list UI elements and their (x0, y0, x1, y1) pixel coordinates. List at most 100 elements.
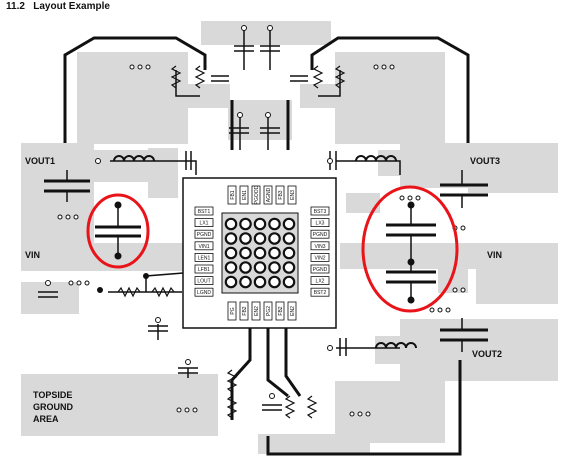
thermal-via (268, 275, 281, 289)
trace-right-sw (336, 160, 401, 175)
ic-pin-label: PGND (313, 267, 328, 273)
ic-pin-pad (239, 185, 249, 205)
thermal-via (282, 232, 296, 245)
page-title: 11.2 Layout Example (6, 1, 110, 12)
capacitor-vin-left (95, 208, 141, 254)
ic-pin-label: PG (230, 307, 236, 314)
ic-pin-pad (194, 287, 214, 297)
ic-pin-pad (275, 185, 285, 205)
thermal-via (239, 261, 252, 274)
label-vout3: VOUT3 (470, 156, 500, 166)
thermal-via (282, 275, 296, 289)
ic-pin-pad (194, 276, 214, 286)
label-ground-line3: AREA (33, 414, 59, 424)
thermal-via (239, 217, 252, 231)
traces (63, 36, 470, 456)
ic-pin-pad (310, 206, 330, 216)
ic-pin-pad (287, 185, 297, 205)
thermal-via (224, 246, 238, 260)
via-group-bottom-left (176, 407, 198, 413)
ic-pin-label: BST1 (198, 209, 211, 215)
ic-pin-label: AGND (266, 187, 272, 202)
thermal-via (253, 261, 267, 274)
ic-pin-pad (310, 287, 330, 297)
copper-pour-top-center (201, 21, 331, 45)
via-group-top-right (373, 64, 395, 70)
copper-pour-ground (21, 374, 218, 436)
copper-pour-mid-top (228, 100, 292, 140)
resistor-top-1 (170, 65, 182, 89)
thermal-via (224, 261, 238, 274)
resistor-top-2 (194, 65, 206, 89)
thermal-via (239, 246, 252, 260)
label-vout2: VOUT2 (472, 349, 502, 359)
capacitor-vout1 (44, 170, 90, 202)
ic-pin-label: EN3 (290, 190, 296, 200)
ic-pin-label: LFB1 (198, 267, 210, 273)
via-dots-solid (97, 201, 415, 304)
via-group-top-left (129, 64, 151, 70)
copper-pour-right-lower (476, 269, 558, 304)
ic-pin-label: PGOOD (254, 185, 260, 204)
ic-pin-label: PGND (197, 232, 212, 238)
ic-pin-pad (194, 252, 214, 262)
ic-pin-label: VIN2 (314, 255, 325, 261)
thermal-via (268, 217, 281, 231)
capacitor-vout2 (440, 318, 488, 352)
trace-bottom-feedback-right (266, 318, 289, 398)
ic-pin-pad (310, 229, 330, 239)
ic-pin-pad (227, 185, 237, 205)
thermal-via (239, 275, 252, 289)
ic-pin-label: FB3 (278, 190, 284, 199)
highlight-ellipses (86, 185, 459, 313)
thermal-via (253, 232, 267, 245)
thermal-via (268, 261, 281, 274)
ic-pin-label: LX1 (200, 221, 209, 227)
ic-pin-pad (310, 252, 330, 262)
resistor-left-2 (151, 286, 175, 298)
copper-pour-right-mid (346, 193, 380, 213)
thermal-via-grid (224, 217, 296, 289)
via-group-bottom-right (349, 411, 371, 417)
resistor-top-4 (334, 65, 346, 89)
thermal-via (253, 217, 267, 231)
ic-pin-pad (239, 301, 249, 321)
ic-pin-label: PGND (313, 232, 328, 238)
highlight-right-input-capacitors (361, 185, 459, 313)
ic-pin-pad (263, 301, 273, 321)
label-ground-line1: TOPSIDE (33, 390, 72, 400)
thermal-via (224, 217, 238, 231)
ic-pin-label: FB1 (230, 190, 236, 199)
via-group-vin-right-b (452, 287, 466, 293)
ic-pin-label: VIN3 (314, 244, 325, 250)
ic-pin-pad (251, 185, 261, 205)
ic-pin-label: LX3 (316, 221, 325, 227)
ic-pin-label: LX2 (316, 279, 325, 285)
small-capacitors (38, 45, 347, 411)
ic-pin-label: VIN1 (198, 244, 209, 250)
inductor-right-bottom (375, 342, 417, 349)
thermal-via (253, 246, 267, 260)
ic-pin-label: FB2 (278, 306, 284, 315)
label-vin-left: VIN (25, 250, 40, 260)
resistor-left-1 (117, 286, 141, 298)
ic-pin-label: LEN1 (198, 255, 211, 261)
ic-pin-pad (194, 241, 214, 251)
trace-vout2-loop (266, 360, 462, 456)
net-labels: VOUT1 VOUT3 VIN VIN VOUT2 TOPSIDE GROUND… (25, 156, 502, 424)
thermal-via (282, 246, 296, 260)
ic-pin-label: PG2 (266, 306, 272, 316)
via-group-vout2 (429, 307, 451, 313)
ic-pin-label: EN2 (254, 306, 260, 316)
ic-pin-pad (287, 301, 297, 321)
thermal-via (224, 275, 238, 289)
resistor-bottom-3 (306, 395, 318, 419)
thermal-via (224, 232, 238, 245)
resistors (117, 65, 346, 419)
thermal-via (268, 232, 281, 245)
highlight-left-input-capacitor (86, 193, 150, 269)
copper-pour-left-ind-out (148, 148, 178, 198)
